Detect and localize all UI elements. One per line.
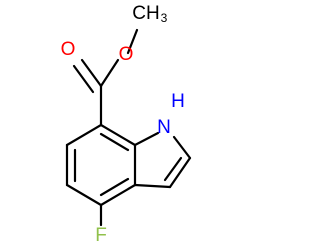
bond-carbonyl-double-b — [72, 64, 95, 94]
molecule-svg: O O CH 3 N H F — [61, 3, 192, 246]
bond-n-c2 — [172, 135, 192, 160]
label-methyl-carbon: CH — [132, 3, 159, 24]
label-nitrogen: N — [157, 117, 171, 138]
label-methyl-subscript: 3 — [161, 11, 168, 25]
bond-c7a-n — [133, 131, 160, 147]
label-ester-oxygen: O — [119, 44, 134, 65]
bond-ring-c7-c6 — [65, 123, 103, 147]
structure-diagram: O O CH 3 N H F — [61, 3, 192, 246]
bond-ring-c5-c4 — [65, 183, 103, 207]
bond-ring-c4-c3a-inner — [99, 177, 130, 197]
bond-methyl-oxygen — [126, 28, 139, 55]
bond-c2-c3 — [168, 156, 192, 189]
label-nh-hydrogen: H — [171, 91, 185, 112]
bond-ester-oxygen-carbonyl-carbon — [99, 58, 120, 88]
bond-ring-c4-c3a — [99, 183, 137, 207]
bond-ring-c7a-c7 — [99, 123, 137, 147]
bond-c3-c3a — [133, 183, 172, 189]
label-carbonyl-oxygen: O — [61, 39, 76, 60]
bond-c2-c3-inner — [163, 156, 183, 182]
bond-ring-c7a-c7-inner — [99, 132, 130, 152]
label-fluorine: F — [95, 225, 107, 246]
bond-carbonyl-double-a — [80, 58, 103, 88]
